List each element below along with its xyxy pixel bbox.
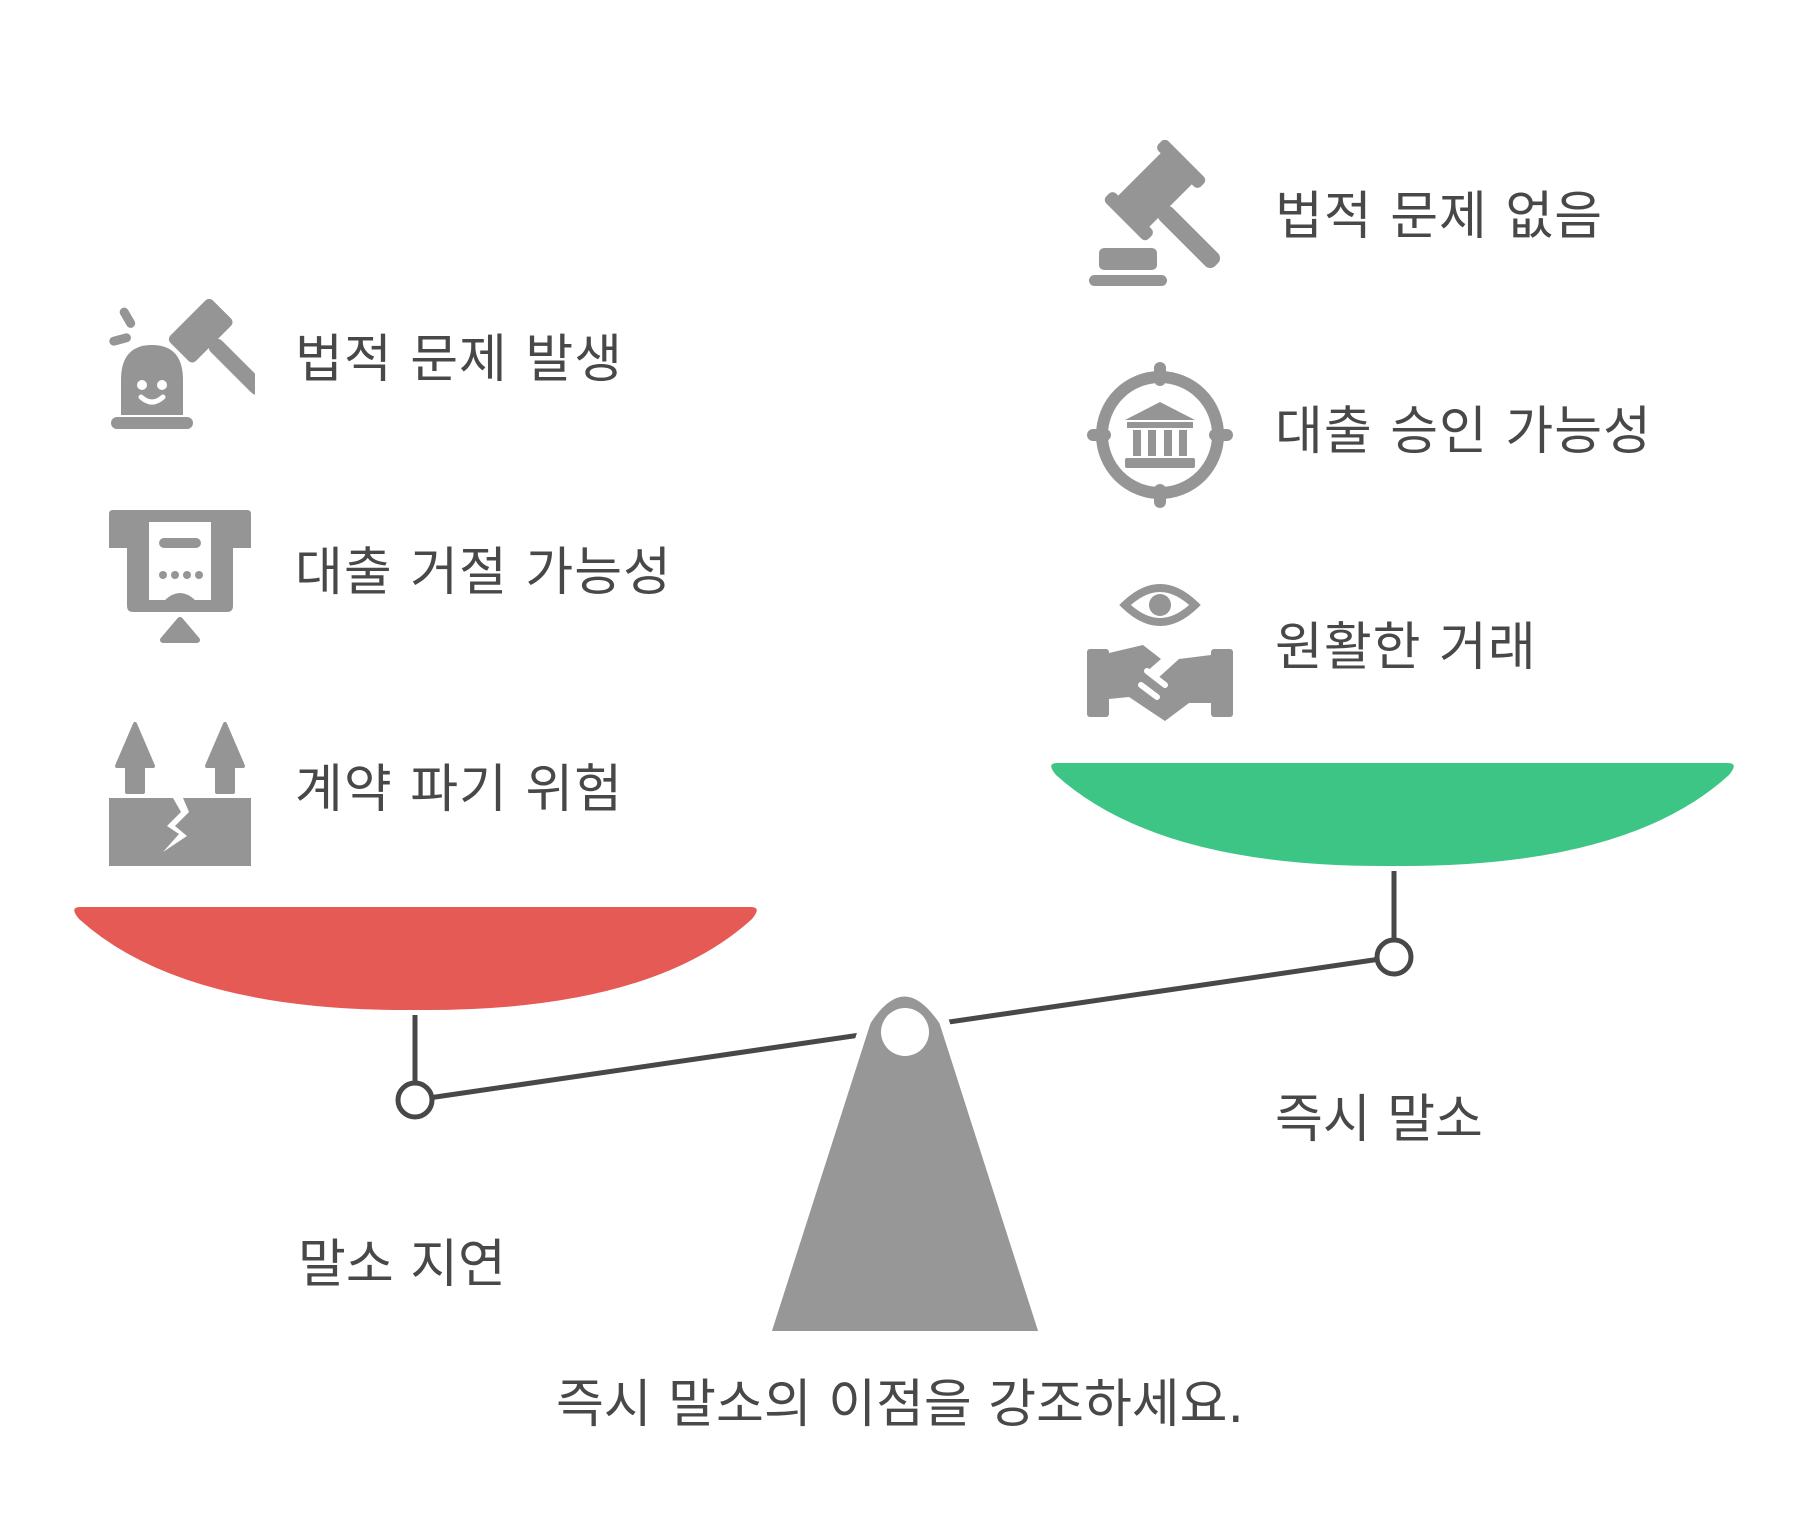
gavel-icon — [1089, 140, 1221, 286]
right-item-label-3: 원활한 거래 — [1275, 618, 1537, 678]
bank-target-icon — [1087, 362, 1233, 508]
right-side-label: 즉시 말소 — [1275, 1090, 1483, 1150]
left-pan — [74, 907, 757, 1011]
left-item-label-1: 법적 문제 발생 — [295, 330, 624, 390]
right-item-label-1: 법적 문제 없음 — [1275, 187, 1604, 247]
broken-ground-arrows-icon — [109, 722, 251, 866]
left-item-label-2: 대출 거절 가능성 — [295, 543, 672, 603]
right-pan — [1051, 763, 1734, 867]
fulcrum — [761, 986, 1049, 1341]
left-item-label-3: 계약 파기 위험 — [295, 760, 624, 820]
handshake-eye-icon — [1087, 584, 1233, 721]
caption: 즉시 말소의 이점을 강조하세요. — [555, 1375, 1245, 1435]
left-side-label: 말소 지연 — [298, 1235, 506, 1295]
right-item-label-2: 대출 승인 가능성 — [1275, 402, 1652, 462]
atm-receipt-decline-icon — [109, 510, 251, 643]
left-beam-pivot — [395, 1080, 435, 1120]
right-beam-pivot — [1374, 937, 1414, 977]
fulcrum-pivot — [881, 1008, 929, 1056]
gavel-alarm-icon — [109, 298, 255, 429]
